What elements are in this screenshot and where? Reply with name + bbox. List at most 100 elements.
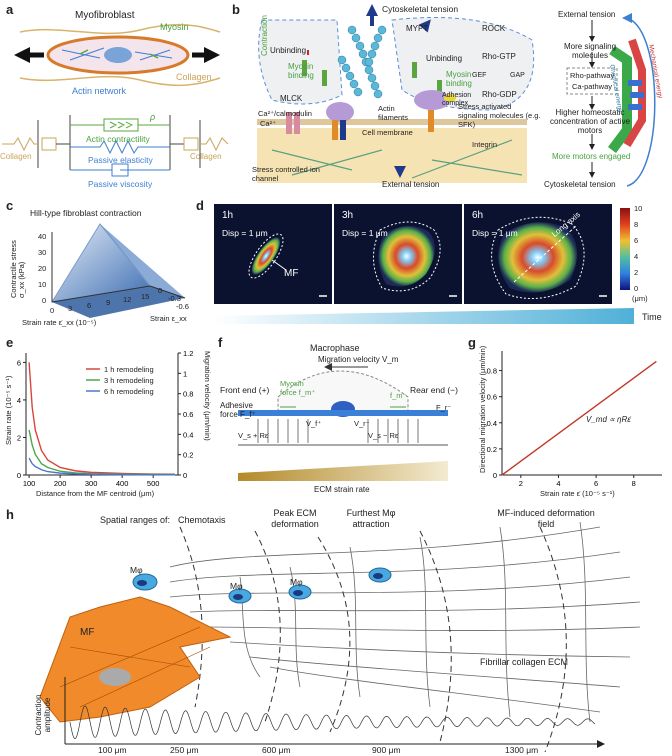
y-tick-label: 4: [17, 396, 21, 405]
displacement-field-maps: [214, 204, 634, 324]
panel-c: Hill-type fibroblast contraction Contrac…: [0, 198, 195, 333]
flow-external-tension: External tension: [558, 10, 616, 19]
h-fibrillar: Fibrillar collagen ECM: [480, 657, 569, 667]
series-line-2: [28, 429, 175, 476]
h-mphi-3: Mφ: [290, 577, 303, 587]
stress-signal-label: Stress activated signaling molecules (e.…: [458, 102, 541, 129]
h-dist-600: 600 μm: [262, 745, 291, 755]
x-tick-label: 4: [556, 479, 560, 488]
flow-rho-pathway: Rho-pathway: [570, 71, 615, 80]
panel-d: 1h Disp = 1 μm MF 3h Disp = 1 μm 6h Disp…: [214, 204, 672, 334]
stress-channel-label: Stress controlled ion channel: [252, 165, 320, 183]
y-tick-label: 0: [493, 471, 497, 480]
actin-filaments-label: Actin filaments: [378, 104, 409, 122]
gap-label: GAP: [510, 72, 525, 79]
f-ecm-strain-rate: ECM strain rate: [314, 485, 370, 494]
myosin-binding-left-label: Myosin binding: [288, 62, 314, 80]
h-peak-ecm: Peak ECM deformation: [271, 508, 319, 529]
calmodulin-label: Ca²⁺/calmodulin: [258, 109, 312, 118]
f-macrophase: Macrophase: [310, 343, 360, 353]
d-cb-tick: 0: [634, 284, 639, 293]
d-disp-2: Disp = 1 μm: [342, 228, 388, 238]
h-dist-100: 100 μm: [98, 745, 127, 755]
mypt-label: MYPT: [406, 24, 429, 33]
adhesion-complex-label: Adhesion complex: [442, 92, 472, 107]
rho-gtp-label: Rho-GTP: [482, 52, 516, 61]
h-mphi-2: Mφ: [230, 581, 243, 591]
f-adhesive-force: Adhesive force F_f⁺: [220, 401, 256, 419]
collagen-label-top: Collagen: [176, 72, 212, 82]
f-vs-minus: V_s − Rε̇: [368, 431, 399, 440]
c-zlabel: Contractile stress σ_xx (kPa): [9, 240, 26, 298]
h-mf-induced: MF-induced deformation field: [497, 508, 595, 529]
c-z-tick: 20: [38, 264, 47, 273]
x-tick-label: 400: [116, 479, 129, 488]
panel-letter-a: a: [6, 2, 14, 17]
c-x-tick: 15: [141, 292, 150, 301]
panel-letter-e: e: [6, 335, 14, 350]
g-ylabel: Directional migration velocity (μm/min): [478, 345, 487, 473]
h-dist-1300: 1300 μm: [505, 745, 539, 755]
x-tick-label: 100: [23, 479, 36, 488]
y-tick-label: 0.4: [487, 419, 497, 428]
macrophage-migration-diagram: [238, 363, 448, 481]
c-y-tick: -0.6: [176, 302, 189, 311]
collagen-label-right: Collagen: [190, 152, 222, 161]
y-tick-label: 0.2: [487, 445, 497, 454]
flow-more-motors: More motors engaged: [552, 152, 631, 161]
x-tick-label: 8: [632, 479, 636, 488]
h-mf-label: MF: [80, 627, 95, 638]
d-disp-3: Disp = 1 μm: [472, 228, 518, 238]
cytoskeletal-tension-top-label: Cytoskeletal tension: [382, 4, 459, 14]
panel-letter-c: c: [6, 198, 14, 213]
c-y-tick: -0.3: [168, 294, 181, 303]
d-mf-label: MF: [284, 268, 299, 279]
c-ylabel: Strain ε_xx: [150, 314, 187, 323]
flow-more-signaling: More signaling molecules: [563, 42, 617, 60]
e-ylabel-right: Migration velocity (μm/min): [203, 351, 212, 441]
panel-letter-b: b: [232, 2, 240, 17]
g-equation: V_md ∝ ηRε̇: [586, 415, 631, 424]
d-cb-tick: 10: [634, 204, 643, 213]
y-tick-label: 0.8: [487, 367, 497, 376]
panel-a: Myofibroblast: [0, 0, 230, 195]
c-x-tick: 6: [87, 301, 92, 310]
actin-contractility-label: Actin contractility: [86, 134, 150, 144]
panel-letter-f: f: [218, 335, 223, 350]
contraction-wave: [69, 705, 596, 740]
collagen-label-left: Collagen: [0, 152, 32, 161]
flow-ca-pathway: Ca-pathway: [572, 82, 613, 91]
y2-tick-label: 0.8: [183, 390, 193, 399]
h-contraction-amplitude: Contraction amplitude: [34, 694, 52, 736]
e-legend-1: 1 h remodeling: [104, 365, 154, 374]
panel-letter-h: h: [6, 507, 14, 522]
h-spatial-ranges: Spatial ranges of:: [100, 515, 171, 525]
e-legend-3: 6 h remodeling: [104, 387, 154, 396]
flow-cytoskeletal-tension: Cytoskeletal tension: [544, 180, 616, 189]
c-z-tick: 10: [38, 280, 47, 289]
series-line-1: [501, 360, 657, 476]
x-tick-label: 200: [54, 479, 67, 488]
actin-network-label: Actin network: [72, 86, 127, 96]
d-cb-tick: 6: [634, 236, 639, 245]
d-cb-tick: 2: [634, 268, 639, 277]
myosin-binding-right-label: Myosin binding: [446, 70, 472, 88]
x-tick-label: 300: [85, 479, 98, 488]
d-time-3h: 3h: [342, 210, 354, 221]
d-cb-tick: 4: [634, 252, 639, 261]
h-dist-900: 900 μm: [372, 745, 401, 755]
h-furthest: Furthest Mφ attraction: [346, 508, 396, 529]
f-front-end: Front end (+): [220, 385, 270, 395]
h-dist-250: 250 μm: [170, 745, 199, 755]
y-tick-label: 0.6: [487, 393, 497, 402]
c-x-tick: 3: [68, 304, 73, 313]
d-time-6h: 6h: [472, 210, 484, 221]
d-time-1h: 1h: [222, 210, 234, 221]
y2-tick-label: 0: [183, 471, 187, 480]
c-xlabel: Strain rate ε̇_xx (10⁻⁵): [22, 318, 97, 327]
e-legend-2: 3 h remodeling: [104, 376, 154, 385]
x-tick-label: 2: [519, 479, 523, 488]
hill-surface-plot: [51, 223, 186, 318]
